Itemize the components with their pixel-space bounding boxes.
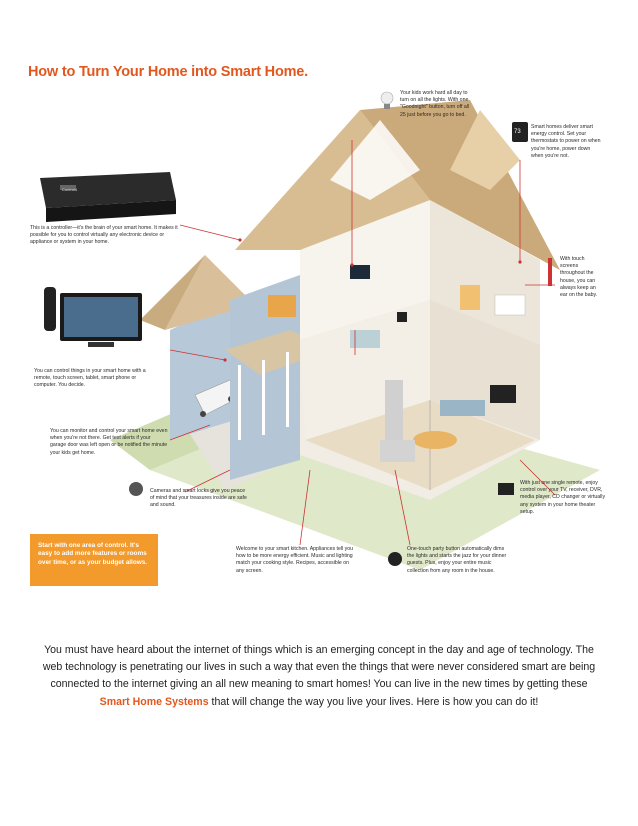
start-callout: Start with one area of control. It's eas… <box>30 534 158 586</box>
controller-badge: Control4 <box>62 187 78 192</box>
lightbulb-icon <box>380 91 394 109</box>
page-title: How to Turn Your Home into Smart Home. <box>28 64 308 80</box>
thermostat-icon <box>512 122 528 142</box>
caption-remote: You can control things in your smart hom… <box>34 368 146 389</box>
smart-home-illustration: 73 <box>40 91 600 570</box>
caption-controller: This is a controller—it's the brain of y… <box>30 225 178 246</box>
remote-and-monitor <box>44 287 142 347</box>
controller-device <box>40 172 176 222</box>
thermostat-value: 73 <box>514 129 521 135</box>
caption-garage: You can monitor and control your smart h… <box>50 428 168 456</box>
body-text-after: that will change the way you live your l… <box>208 695 539 708</box>
body-text-before: You must have heard about the internet o… <box>42 644 596 691</box>
camera-icon <box>129 482 143 496</box>
smart-home-systems-link[interactable]: Smart Home Systems <box>99 695 209 708</box>
caption-party: One-touch party button automatically dim… <box>407 546 507 574</box>
body-paragraph: You must have heard about the internet o… <box>36 642 602 711</box>
party-button-icon <box>388 552 402 566</box>
caption-remote-single: With just one single remote, enjoy contr… <box>520 480 606 515</box>
caption-kitchen: Welcome to your smart kitchen. Appliance… <box>236 546 353 574</box>
caption-energy: Smart homes deliver smart energy control… <box>531 124 601 159</box>
caption-touch: With touch screens throughout the house,… <box>560 256 598 299</box>
garage-roof <box>165 255 250 330</box>
wall-screen-icon <box>350 265 370 279</box>
caption-lights: Your kids work hard all day to turn on a… <box>400 90 470 118</box>
tv-icon <box>498 483 514 495</box>
caption-cameras: Cameras and smart locks give you peace o… <box>150 488 247 509</box>
